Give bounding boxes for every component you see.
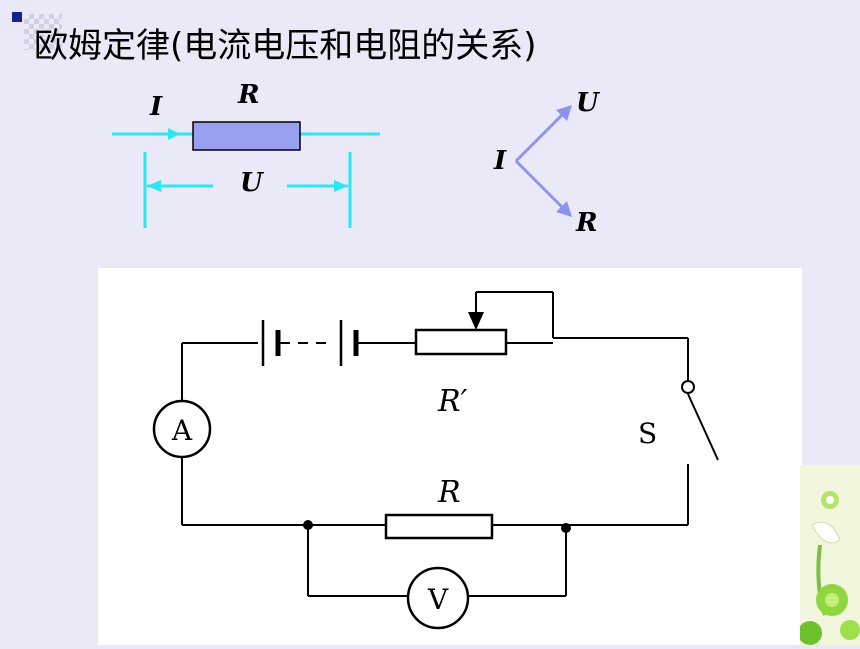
junction-right	[561, 523, 571, 533]
junction-left	[303, 520, 313, 530]
branch-down-line	[514, 159, 568, 213]
top-diagrams: I R U I U R	[0, 70, 860, 250]
circuit-diagram-panel: A V R′ R S	[98, 268, 802, 645]
voltage-label: U	[240, 168, 263, 198]
decorative-checker-pattern	[24, 14, 62, 50]
left-arrowhead-icon	[147, 180, 161, 192]
relation-diagram	[514, 105, 572, 217]
relation-source-label: I	[494, 146, 507, 176]
slide-bullet	[12, 12, 22, 22]
decorative-flowers-icon	[800, 465, 860, 645]
voltmeter-icon	[406, 566, 470, 630]
switch-label: S	[638, 417, 657, 450]
relation-bottom-label: R	[576, 208, 598, 238]
rheostat-label: R′	[437, 384, 468, 419]
resistor-and-relation-svg	[112, 105, 572, 228]
resistance-label: R	[238, 80, 260, 110]
relation-top-label: U	[576, 88, 599, 118]
slide-title: 欧姆定律(电流电压和电阻的关系)	[34, 26, 537, 66]
branch-up-line	[514, 109, 568, 163]
voltmeter-label: V	[427, 583, 449, 616]
branch-up-arrow-icon	[556, 105, 572, 121]
resistor-diagram	[112, 121, 380, 228]
resistor-label: R	[437, 475, 461, 510]
switch-pivot	[681, 380, 695, 394]
resistor-box	[192, 121, 301, 151]
ammeter-icon	[152, 399, 212, 459]
branch-down-arrow-icon	[556, 201, 572, 217]
circuit-wires	[181, 291, 719, 597]
current-arrow-icon	[168, 128, 180, 140]
current-label: I	[150, 92, 163, 122]
ammeter-label: A	[171, 414, 193, 447]
rheostat-slider-arrow-icon	[468, 312, 484, 330]
right-arrowhead-icon	[334, 180, 348, 192]
circuit-svg: A V R′ R S	[152, 291, 719, 630]
